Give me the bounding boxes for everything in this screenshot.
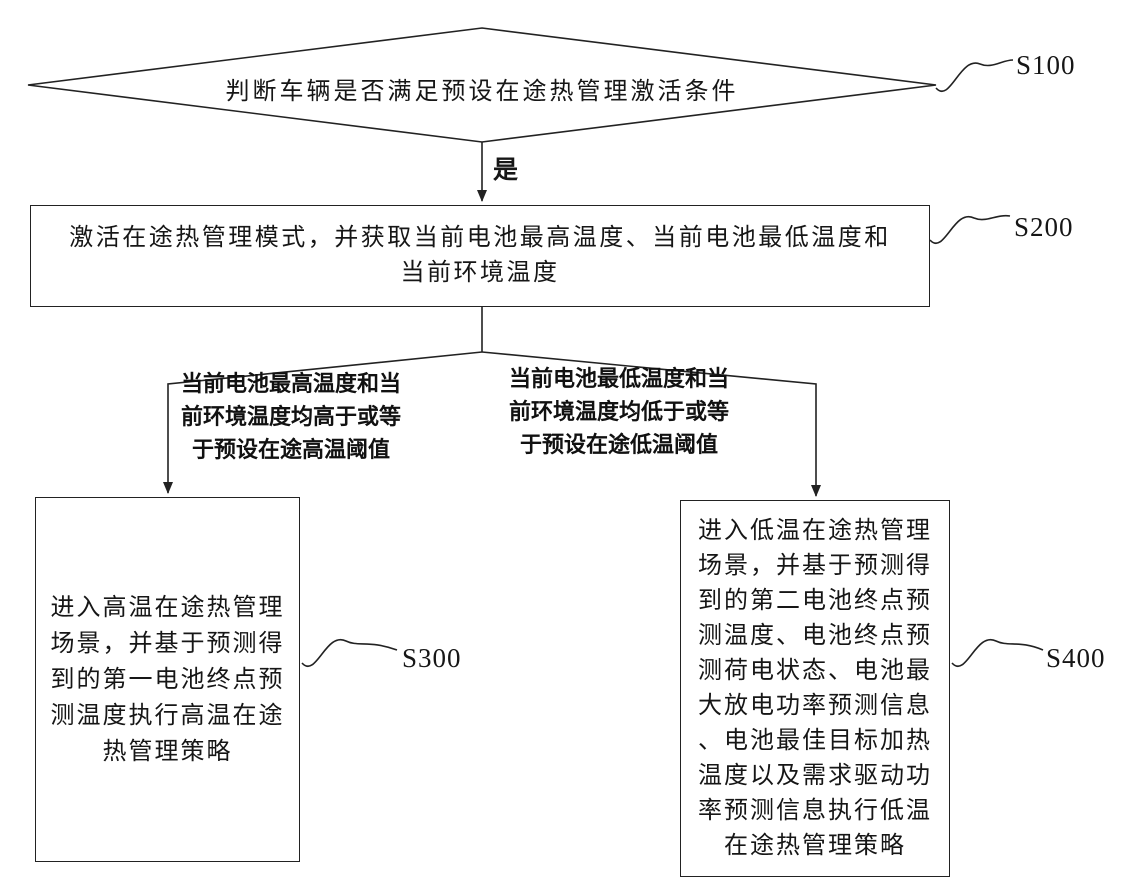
ref-squiggle-s400 xyxy=(951,638,1044,667)
ref-label-s300: S300 xyxy=(402,643,462,673)
ref-label-s400: S400 xyxy=(1046,643,1106,673)
low-temp-box-text: 进入低温在途热管理 场景，并基于预测得 到的第二电池终点预 测温度、电池终点预 … xyxy=(698,517,932,859)
ref-squiggle-s100 xyxy=(935,59,1014,92)
activate-box-text: 激活在途热管理模式，并获取当前电池最高温度、当前电池最低温度和 当前环境温度 xyxy=(69,225,891,286)
high-temp-box-text: 进入高温在途热管理 场景，并基于预测得 到的第一电池终点预 测温度执行高温在途 … xyxy=(50,594,285,765)
ref-label-s200: S200 xyxy=(1014,212,1074,242)
yes-branch-label: 是 xyxy=(493,156,519,184)
ref-squiggle-s300 xyxy=(301,638,398,667)
low-temp-box: 进入低温在途热管理 场景，并基于预测得 到的第二电池终点预 测温度、电池终点预 … xyxy=(680,500,950,877)
ref-squiggle-s200 xyxy=(929,214,1011,244)
decision-node-text: 判断车辆是否满足预设在途热管理激活条件 xyxy=(225,79,739,105)
ref-label-s100: S100 xyxy=(1016,50,1076,80)
branch-high-condition-label: 当前电池最高温度和当 前环境温度均高于或等 于预设在途高温阈值 xyxy=(180,371,401,462)
activate-box: 激活在途热管理模式，并获取当前电池最高温度、当前电池最低温度和 当前环境温度 xyxy=(30,205,930,307)
branch-low-condition-label: 当前电池最低温度和当 前环境温度均低于或等 于预设在途低温阈值 xyxy=(508,366,729,457)
high-temp-box: 进入高温在途热管理 场景，并基于预测得 到的第一电池终点预 测温度执行高温在途 … xyxy=(35,497,300,862)
